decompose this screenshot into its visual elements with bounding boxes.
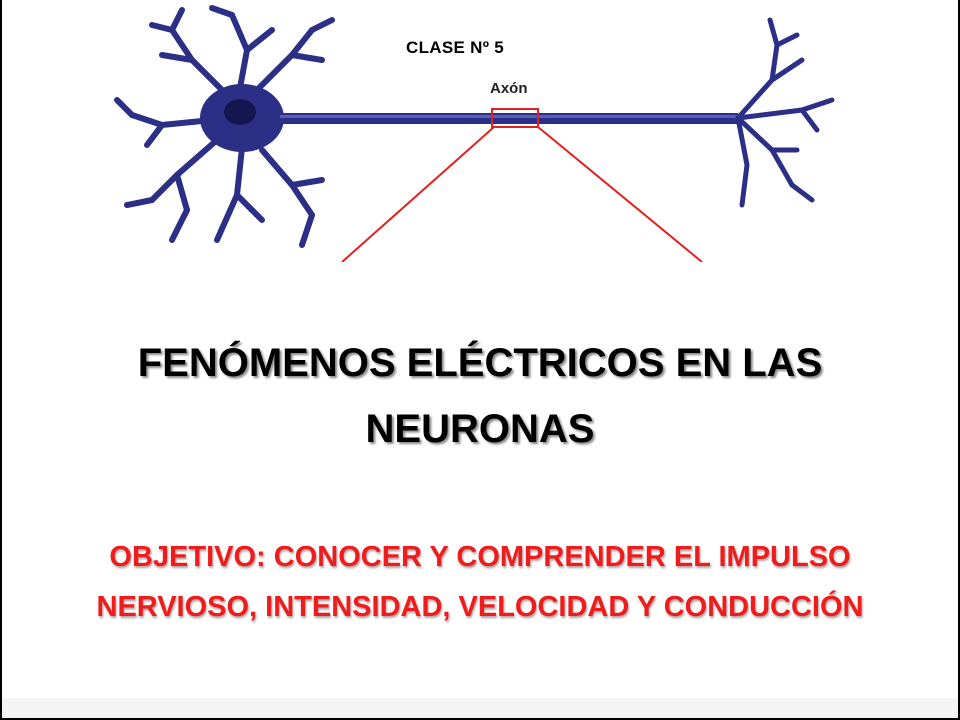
title-line-1: FENÓMENOS ELÉCTRICOS EN LAS [137, 341, 823, 385]
neuron-illustration [114, 5, 835, 262]
axon-highlight [280, 115, 738, 118]
slide-title: FENÓMENOS ELÉCTRICOS EN LAS NEURONAS [2, 330, 958, 462]
axon-terminal [735, 17, 835, 208]
bottom-band [2, 698, 958, 718]
axon [280, 113, 738, 124]
axon-zoom-box [491, 108, 539, 128]
zoom-line-right [537, 126, 703, 262]
neuron-nucleus [224, 99, 256, 125]
axon-label: Axón [490, 80, 528, 97]
zoom-line-left [341, 126, 495, 262]
objective-line-1: OBJETIVO: CONOCER Y COMPRENDER EL IMPULS… [109, 541, 851, 573]
slide-objective: OBJETIVO: CONOCER Y COMPRENDER EL IMPULS… [2, 532, 958, 632]
dendrites-left [114, 5, 335, 248]
class-number-label: CLASE Nº 5 [406, 38, 505, 57]
title-line-2: NEURONAS [365, 407, 595, 451]
objective-line-2: NERVIOSO, INTENSIDAD, VELOCIDAD Y CONDUC… [96, 591, 864, 623]
